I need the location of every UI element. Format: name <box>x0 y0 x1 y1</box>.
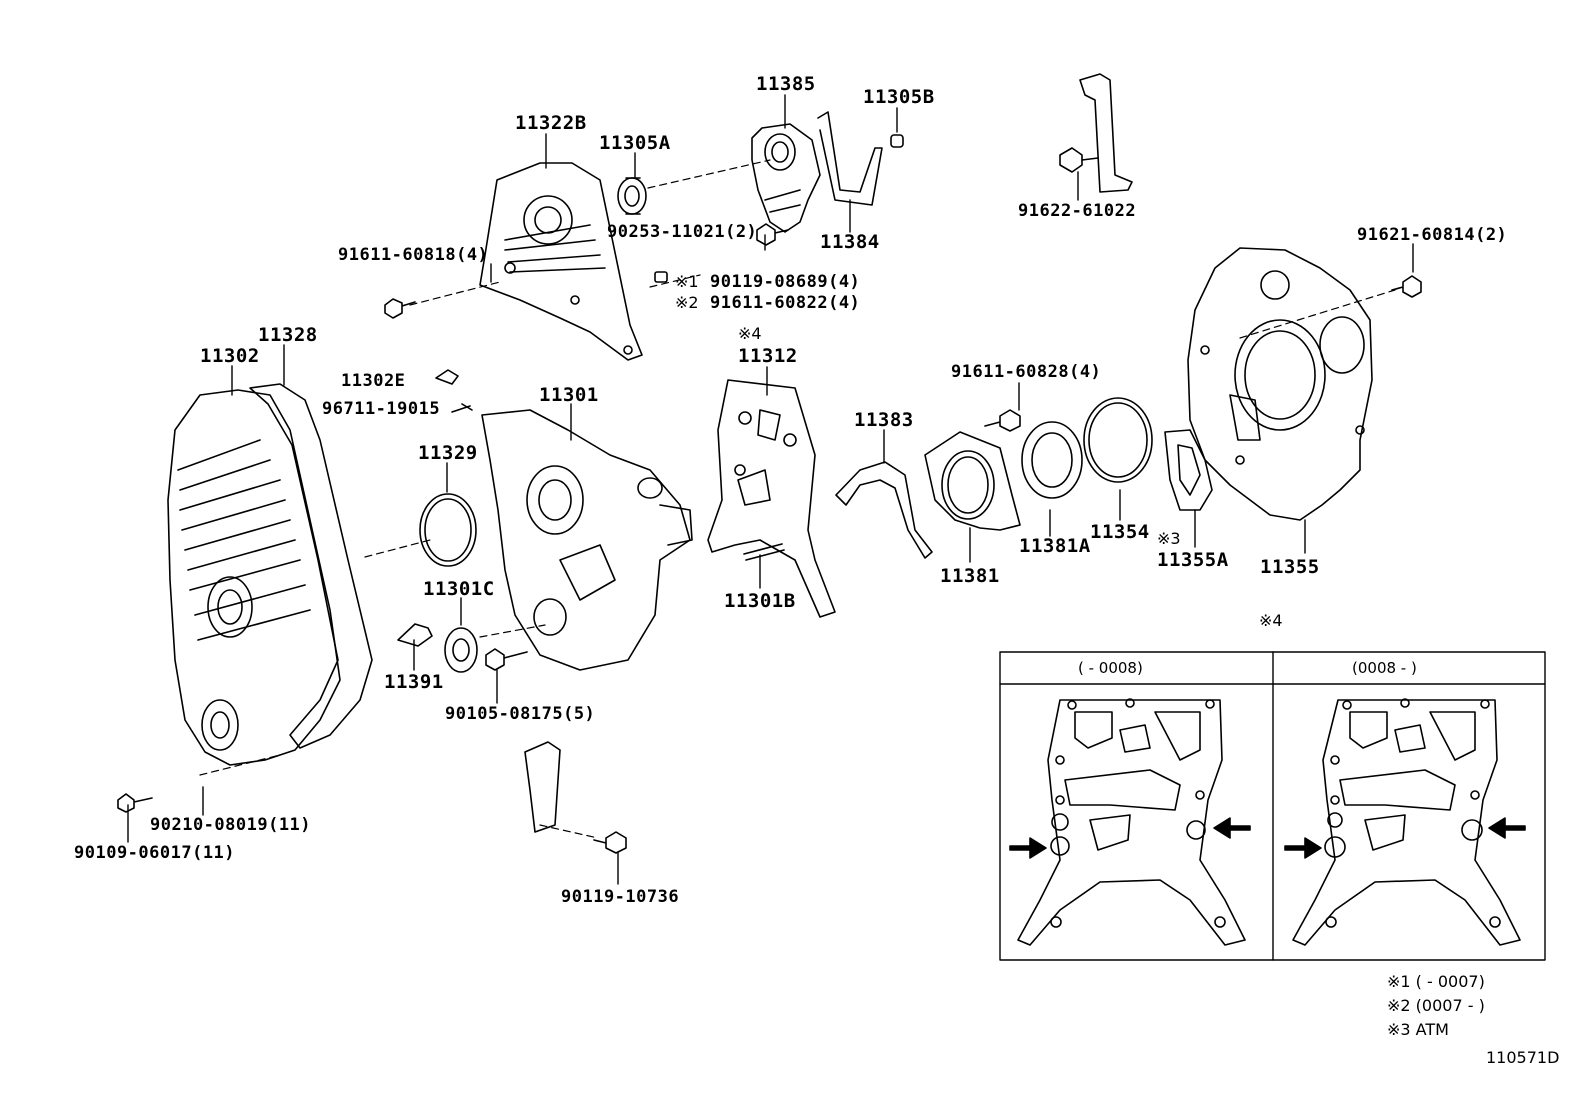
label-96711-19015[interactable]: 96711-19015 <box>322 399 441 419</box>
assembly-lines <box>199 159 1396 839</box>
label-11391[interactable]: 11391 <box>384 671 444 693</box>
label-11385[interactable]: 11385 <box>756 73 816 95</box>
inset-gasket-right <box>1284 698 1526 946</box>
label-11383[interactable]: 11383 <box>854 409 914 431</box>
label-90253-11021[interactable]: 90253-11021(2) <box>607 222 758 242</box>
footnote-1: ※1 ( - 0007) <box>1387 972 1485 991</box>
label-91622-61022[interactable]: 91622-61022 <box>1018 201 1137 221</box>
seal-11381A <box>1021 421 1083 499</box>
figure-id: 110571D <box>1486 1048 1560 1067</box>
leader-lines <box>127 94 1414 885</box>
inset-range-left: ( - 0008) <box>1078 659 1143 677</box>
seal-11305A <box>617 177 647 215</box>
label-11328[interactable]: 11328 <box>258 324 318 346</box>
mark-2: ※2 <box>675 293 699 312</box>
pin-11305B <box>890 134 904 148</box>
footnote-3: ※3 ATM <box>1387 1020 1449 1039</box>
timing-cover-11302 <box>167 389 341 766</box>
mark-4-main: ※4 <box>738 324 762 343</box>
label-11302[interactable]: 11302 <box>200 345 260 367</box>
label-91611-60818[interactable]: 91611-60818(4) <box>338 245 489 265</box>
label-90119-10736[interactable]: 90119-10736 <box>561 887 680 907</box>
label-11301B[interactable]: 11301B <box>724 590 796 612</box>
gasket-11384 <box>817 111 883 206</box>
gasket-11312 <box>707 379 836 618</box>
label-11312[interactable]: 11312 <box>738 345 798 367</box>
bracket-11385 <box>751 123 821 233</box>
bracket-90119-10736 <box>524 741 561 833</box>
gasket-11328 <box>249 383 373 749</box>
label-11329[interactable]: 11329 <box>418 442 478 464</box>
label-11305B[interactable]: 11305B <box>863 86 935 108</box>
inset-box <box>999 651 1546 961</box>
label-90109-06017[interactable]: 90109-06017(11) <box>74 843 236 863</box>
label-11354[interactable]: 11354 <box>1090 521 1150 543</box>
sensor-96711 <box>435 369 473 413</box>
end-plate-11355 <box>1187 247 1373 521</box>
label-11381[interactable]: 11381 <box>940 565 1000 587</box>
oil-pump-11301 <box>481 409 693 671</box>
label-90210-08019[interactable]: 90210-08019(11) <box>150 815 312 835</box>
label-11301C[interactable]: 11301C <box>423 578 495 600</box>
mark-4-inset: ※4 <box>1259 611 1283 630</box>
rear-plate-11322B <box>479 162 643 361</box>
gasket-11383 <box>835 461 933 559</box>
inset-range-right: (0008 - ) <box>1352 659 1417 677</box>
stud-11301B <box>743 543 785 561</box>
sensor-11391 <box>397 623 433 647</box>
label-91621-60814[interactable]: 91621-60814(2) <box>1357 225 1508 245</box>
label-11301[interactable]: 11301 <box>539 384 599 406</box>
label-11305A[interactable]: 11305A <box>599 132 671 154</box>
mark-1: ※1 <box>675 272 699 291</box>
label-91611-60822[interactable]: 91611-60822(4) <box>710 293 861 313</box>
footnote-2: ※2 (0007 - ) <box>1387 996 1485 1015</box>
bracket-91622 <box>1059 73 1133 193</box>
seal-11301C <box>444 627 478 673</box>
label-90119-08689[interactable]: 90119-08689(4) <box>710 272 861 292</box>
label-11381A[interactable]: 11381A <box>1019 535 1091 557</box>
label-11384[interactable]: 11384 <box>820 231 880 253</box>
label-11302E[interactable]: 11302E <box>341 371 406 391</box>
gasket-11354 <box>1083 397 1153 483</box>
retainer-11381 <box>924 431 1021 531</box>
label-11355A[interactable]: 11355A <box>1157 549 1229 571</box>
label-91611-60828[interactable]: 91611-60828(4) <box>951 362 1102 382</box>
label-11355[interactable]: 11355 <box>1260 556 1320 578</box>
oring-11329 <box>419 493 477 567</box>
bolts <box>117 223 1422 854</box>
mark-3: ※3 <box>1157 529 1181 548</box>
label-90105-08175[interactable]: 90105-08175(5) <box>445 704 596 724</box>
plate-11355A <box>1164 429 1213 511</box>
label-11322B[interactable]: 11322B <box>515 112 587 134</box>
inset-gasket-left <box>1009 698 1251 946</box>
